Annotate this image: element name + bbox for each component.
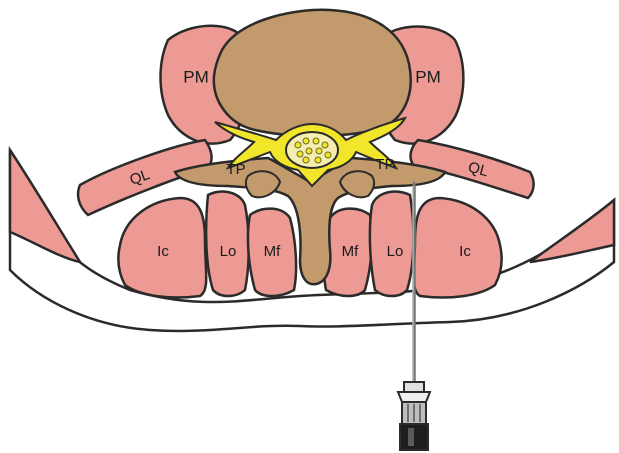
label-lo-left: Lo — [220, 243, 237, 260]
needle-hub-wings — [398, 392, 430, 402]
vertebral-body — [214, 10, 411, 136]
needle-hub-collar — [404, 382, 424, 392]
facet-left — [246, 171, 280, 197]
label-ic-left: Ic — [157, 243, 169, 260]
label-mf-right: Mf — [342, 243, 359, 260]
label-ic-right: Ic — [459, 243, 471, 260]
label-tp-left: TP — [226, 161, 245, 178]
label-mf-left: Mf — [264, 243, 281, 260]
label-pm-left: PM — [183, 67, 209, 86]
needle-hub-cap-shine — [408, 428, 414, 446]
label-pm-right: PM — [415, 67, 441, 86]
label-lo-right: Lo — [387, 243, 404, 260]
iliocostalis-right — [414, 198, 502, 298]
label-tp-right: TP — [375, 156, 394, 173]
